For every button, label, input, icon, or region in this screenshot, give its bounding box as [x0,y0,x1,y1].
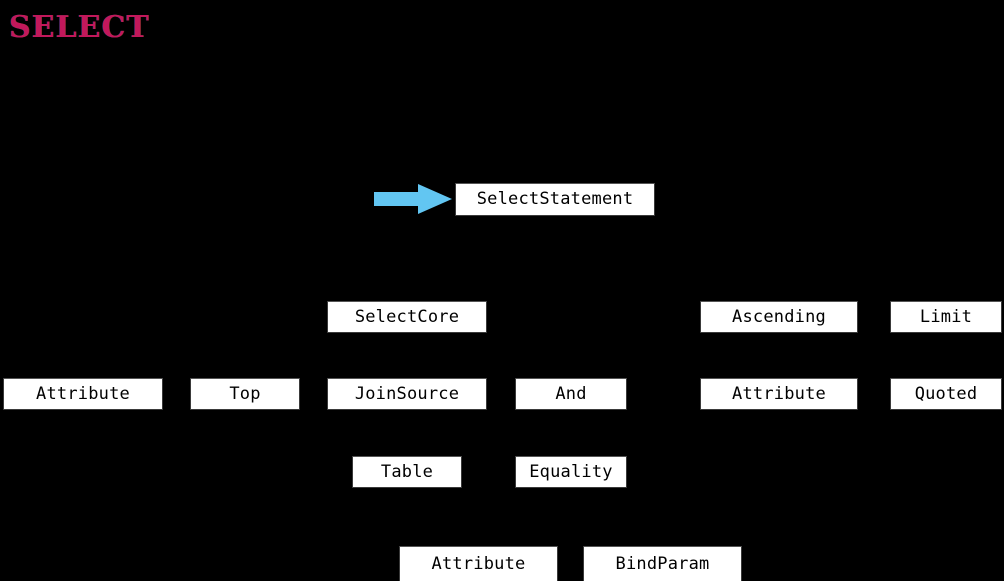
ast-node[interactable]: Equality [515,456,627,488]
ast-node[interactable]: BindParam [583,546,742,581]
ast-node[interactable]: Top [190,378,300,410]
arrow-right-icon [374,184,452,214]
ast-node[interactable]: And [515,378,627,410]
ast-node[interactable]: JoinSource [327,378,487,410]
ast-node[interactable]: SelectCore [327,301,487,333]
ast-node[interactable]: Attribute [3,378,163,410]
ast-node[interactable]: SelectStatement [455,183,655,216]
ast-node[interactable]: Ascending [700,301,858,333]
ast-node[interactable]: Table [352,456,462,488]
page-title: SELECT [9,10,150,45]
ast-node[interactable]: Limit [890,301,1002,333]
ast-node[interactable]: Quoted [890,378,1002,410]
ast-node[interactable]: Attribute [700,378,858,410]
ast-node[interactable]: Attribute [399,546,558,581]
arrow-right-glyph [374,184,452,214]
